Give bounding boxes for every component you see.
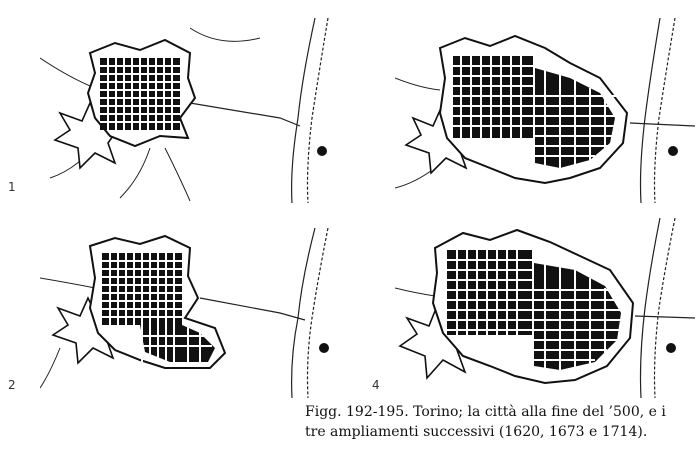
figure-caption: Figg. 192-195. Torino; la città alla fin… (305, 402, 695, 442)
map-turin-1500s (40, 18, 329, 203)
panel-number-2: 2 (8, 378, 16, 392)
map-panel-3 (395, 18, 695, 203)
map-turin-1620 (395, 18, 695, 203)
map-turin-1673 (40, 228, 329, 398)
map-panel-1 (40, 18, 340, 203)
map-turin-1714 (395, 218, 695, 398)
caption-line-2: tre ampliamenti successivi (1620, 1673 e… (305, 424, 648, 440)
map-panel-4 (395, 218, 695, 398)
panel-number-1: 1 (8, 180, 16, 194)
map-panel-2 (40, 228, 340, 398)
panel-number-4: 4 (372, 378, 380, 392)
caption-line-1: Figg. 192-195. Torino; la città alla fin… (305, 404, 666, 420)
